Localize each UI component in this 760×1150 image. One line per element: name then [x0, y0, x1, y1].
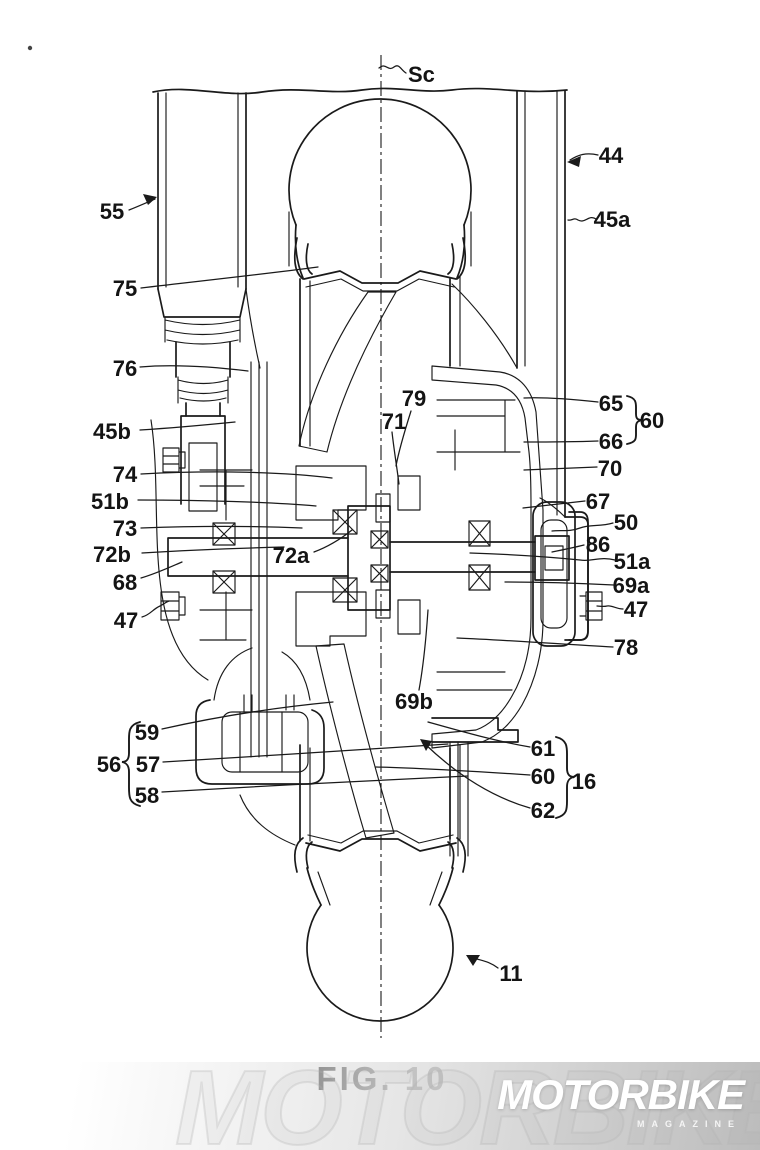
registration-dot	[27, 45, 33, 51]
ref-label-68: 68	[113, 570, 137, 595]
ref-label-57: 57	[136, 752, 160, 777]
ref-label-75: 75	[113, 276, 137, 301]
ref-label-60-upper: 60	[640, 408, 664, 433]
ref-label-72b: 72b	[93, 542, 131, 567]
leader-arrowheads	[143, 156, 581, 966]
ref-label-55: 55	[100, 199, 124, 224]
reference-labels: Sc 44 45a 55 75 76 45b 74 51b 73 72b 68 …	[91, 62, 664, 986]
ref-label-78: 78	[614, 635, 638, 660]
ref-label-47-left: 47	[114, 608, 138, 633]
ref-label-76: 76	[113, 356, 137, 381]
ref-label-60-lower: 60	[531, 764, 555, 789]
wheel-cover-hatch	[432, 366, 543, 748]
ref-label-16: 16	[572, 769, 596, 794]
ref-label-79: 79	[402, 386, 426, 411]
ref-label-70: 70	[598, 456, 622, 481]
break-line	[153, 88, 567, 93]
spoke-upper-hatch	[299, 292, 396, 452]
ref-label-51a: 51a	[614, 549, 651, 574]
leader-lines	[129, 66, 623, 968]
ref-label-61: 61	[531, 736, 555, 761]
spoke-lower-hatch	[316, 644, 394, 838]
ref-label-45a: 45a	[594, 207, 631, 232]
ref-label-56: 56	[97, 752, 121, 777]
ref-label-44: 44	[599, 143, 624, 168]
ref-label-45b: 45b	[93, 419, 131, 444]
ref-label-51b: 51b	[91, 489, 129, 514]
ref-label-71: 71	[382, 409, 406, 434]
ref-label-50: 50	[614, 510, 638, 535]
ref-label-58: 58	[135, 783, 159, 808]
ref-label-62: 62	[531, 798, 555, 823]
fork-clamp-hatch	[189, 443, 217, 511]
ref-label-69a: 69a	[613, 573, 650, 598]
grouping-braces	[122, 396, 642, 818]
ref-label-69b: 69b	[395, 689, 433, 714]
tire	[289, 99, 471, 1021]
ref-label-86: 86	[586, 532, 610, 557]
figure-caption: FIG. 10	[316, 1060, 447, 1097]
hub-assembly	[168, 466, 588, 646]
ref-label-66: 66	[599, 429, 623, 454]
brake-assembly	[196, 362, 324, 845]
wheel-rim	[295, 238, 465, 872]
ref-label-59: 59	[135, 720, 159, 745]
ref-label-74: 74	[113, 462, 138, 487]
bearings	[213, 510, 490, 602]
ref-label-47-right: 47	[624, 597, 648, 622]
ref-label-11: 11	[499, 961, 522, 986]
ref-label-67: 67	[586, 489, 610, 514]
ref-label-72a: 72a	[273, 543, 310, 568]
ref-label-65: 65	[599, 391, 623, 416]
ref-label-73: 73	[113, 516, 137, 541]
ref-label-sc: Sc	[408, 62, 435, 87]
